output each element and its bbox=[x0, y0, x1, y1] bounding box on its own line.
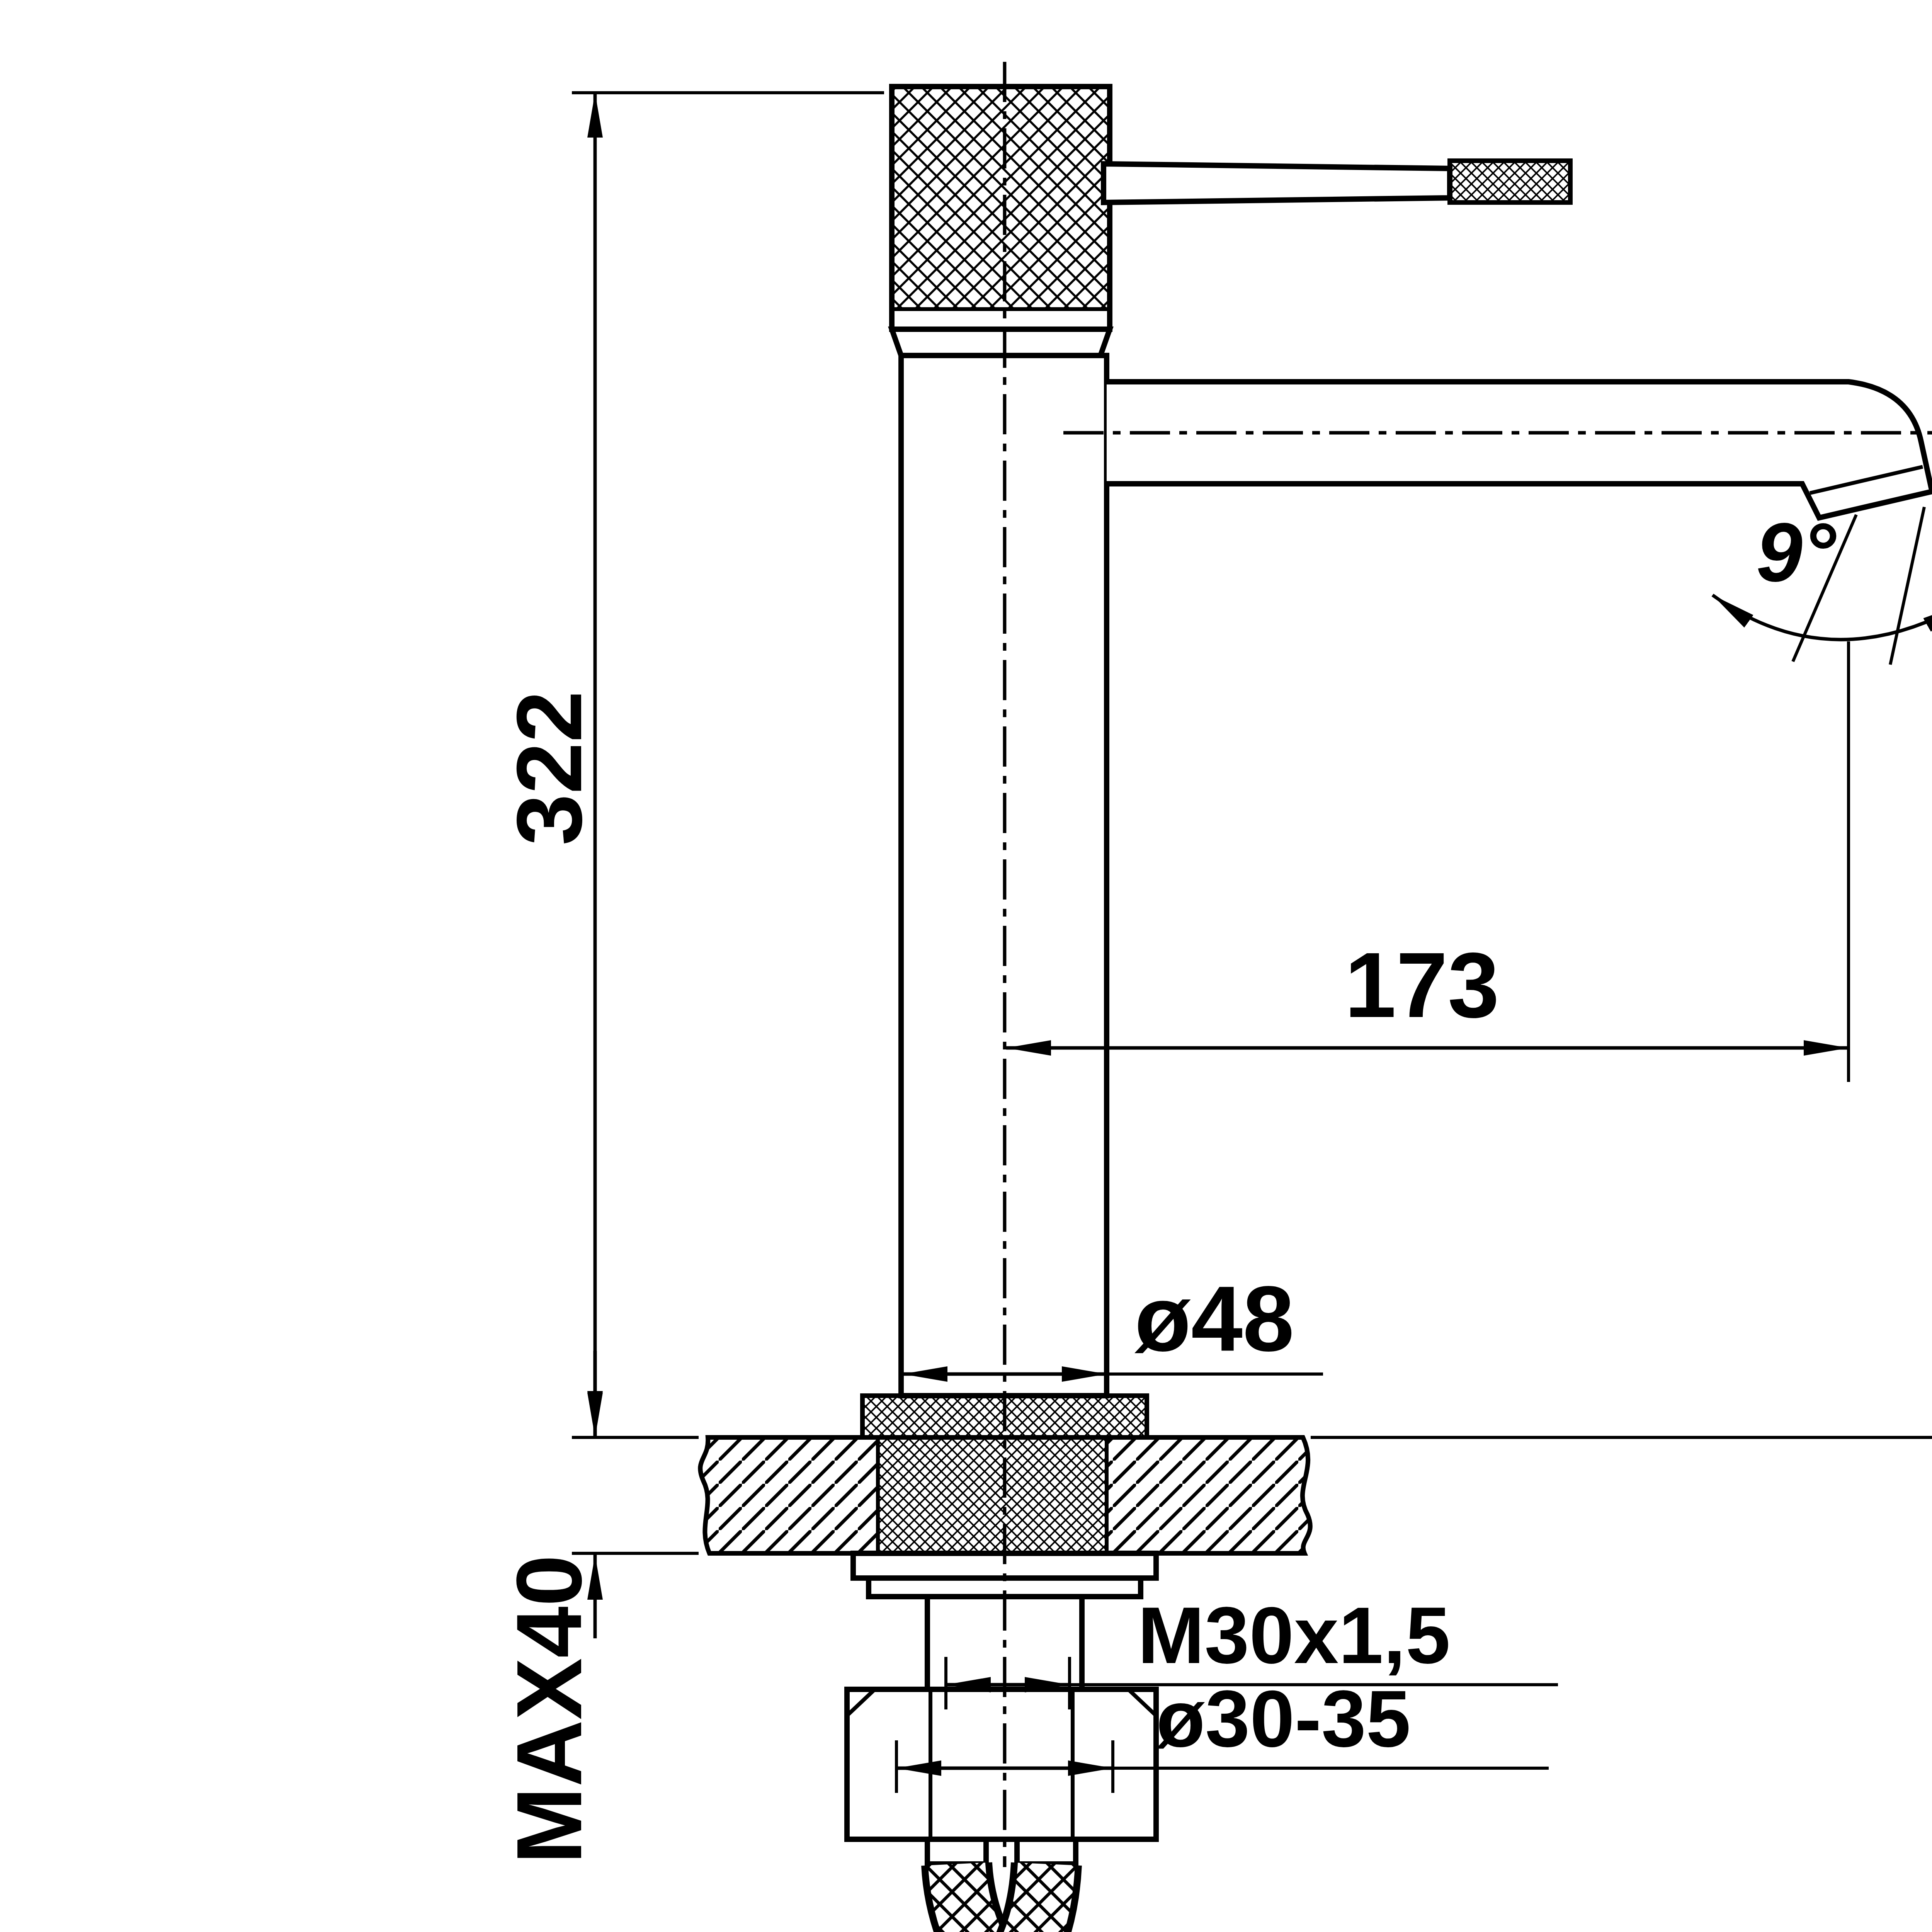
dim-thread-label: M30x1,5 bbox=[1138, 1590, 1450, 1680]
lever-handle-rod bbox=[1104, 164, 1450, 202]
dim-hole-diameter-label: ø30-35 bbox=[1156, 1674, 1411, 1764]
lever-handle-knurled-tip bbox=[1450, 161, 1570, 202]
mounting-nut bbox=[847, 1689, 1156, 1839]
hose-port-left bbox=[927, 1839, 986, 1864]
knurled-cap-texture bbox=[892, 87, 1110, 309]
dim-body-diameter-label: ø48 bbox=[1134, 1267, 1294, 1371]
dim-spout-reach-label: 173 bbox=[1345, 933, 1499, 1037]
dim-outlet-angle-label: 9° bbox=[1756, 505, 1837, 599]
cap-neck-chamfer bbox=[892, 329, 1110, 355]
hose-port-right bbox=[1017, 1839, 1076, 1864]
cap-lower-band bbox=[892, 309, 1110, 329]
dim-max-deck-label: MAX40 bbox=[497, 1555, 601, 1864]
shank-thread-through-deck bbox=[878, 1437, 1107, 1553]
dim-total-height-label: 322 bbox=[497, 691, 601, 845]
